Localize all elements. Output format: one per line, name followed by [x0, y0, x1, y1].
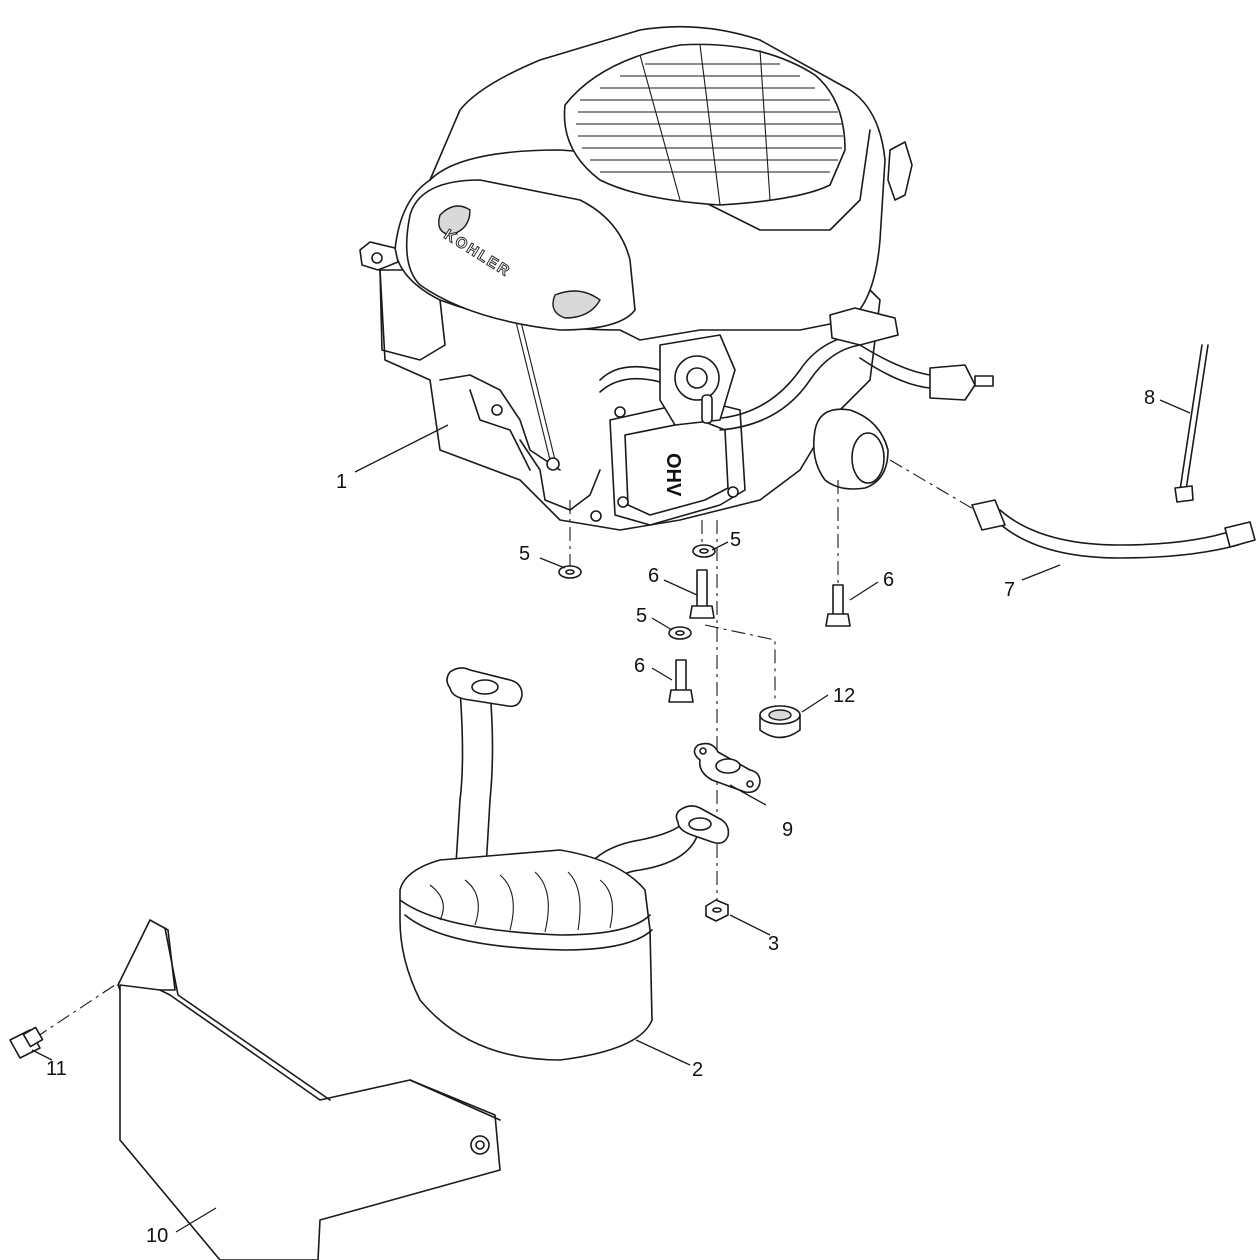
- engine-left-block: [379, 269, 446, 361]
- spacer: [759, 705, 801, 739]
- oil-filter: [812, 408, 889, 490]
- cable-tie: [1174, 344, 1209, 503]
- callout-5-lower: 5: [636, 605, 647, 627]
- washer-left: [558, 565, 582, 579]
- hose-dash-line: [889, 459, 976, 511]
- dash-line-spacer: [704, 624, 776, 700]
- callout-6-lower: 6: [634, 655, 645, 677]
- callout-2: 2: [692, 1059, 703, 1081]
- callout-12: 12: [833, 685, 855, 707]
- bolt-upper: [689, 569, 715, 619]
- callout-5-upper: 5: [730, 529, 741, 551]
- muffler: [399, 667, 730, 1061]
- callout-6-right: 6: [883, 569, 894, 591]
- callout-5-left: 5: [519, 543, 530, 565]
- callout-7: 7: [1004, 579, 1015, 601]
- engine-assembly: KOHLER OHV: [359, 25, 994, 531]
- exhaust-gasket: [693, 742, 761, 794]
- callout-labels: 1 2 3 5 5 5 6 6 6 7 8 9 10 11 12: [46, 387, 1155, 1247]
- leader-lines: [31, 399, 1191, 1233]
- dash-line-heatshield: [34, 974, 131, 1039]
- valve-cover-text: OHV: [662, 453, 684, 497]
- fuel-line-left: [599, 365, 661, 393]
- callout-11: 11: [46, 1058, 67, 1080]
- callout-9: 9: [782, 819, 793, 841]
- dipstick-handle: [887, 141, 913, 201]
- washer-upper: [692, 544, 716, 558]
- callout-3: 3: [768, 933, 779, 955]
- callout-10: 10: [146, 1225, 168, 1247]
- cooling-grille: [563, 43, 846, 206]
- fuel-line-right: [719, 333, 861, 431]
- washer-lower: [668, 626, 692, 640]
- governor-linkage: [514, 317, 551, 461]
- heatshield-bolt: [9, 1026, 44, 1059]
- flange-nut: [705, 899, 729, 922]
- bolt-lower: [668, 659, 694, 703]
- oil-drain-hose: [971, 499, 1256, 559]
- fuel-pump: [659, 334, 736, 426]
- callout-1: 1: [336, 471, 347, 493]
- fuel-filter: [929, 364, 994, 401]
- callout-8: 8: [1144, 387, 1155, 409]
- fuel-solenoid: [829, 307, 899, 346]
- bolt-right: [825, 584, 851, 627]
- callout-6-upper: 6: [648, 565, 659, 587]
- heat-shield: [117, 919, 501, 1260]
